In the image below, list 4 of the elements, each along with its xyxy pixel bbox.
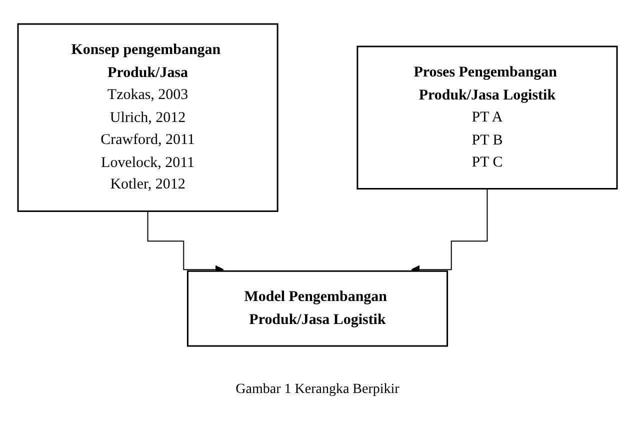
node-box: Proses Pengembangan Produk/Jasa Logistik PT A PT B PT C <box>356 46 618 190</box>
figure-caption: Gambar 1 Kerangka Berpikir <box>236 382 400 398</box>
node-box: Konsep pengembangan Produk/Jasa Tzokas, 2003 Ulrich, 2012 Crawford, 2011 Lovelock, 2011 Kotler, 2012 <box>17 23 278 212</box>
node-box: Model Pengembangan Produk/Jasa Logistik <box>186 270 448 347</box>
